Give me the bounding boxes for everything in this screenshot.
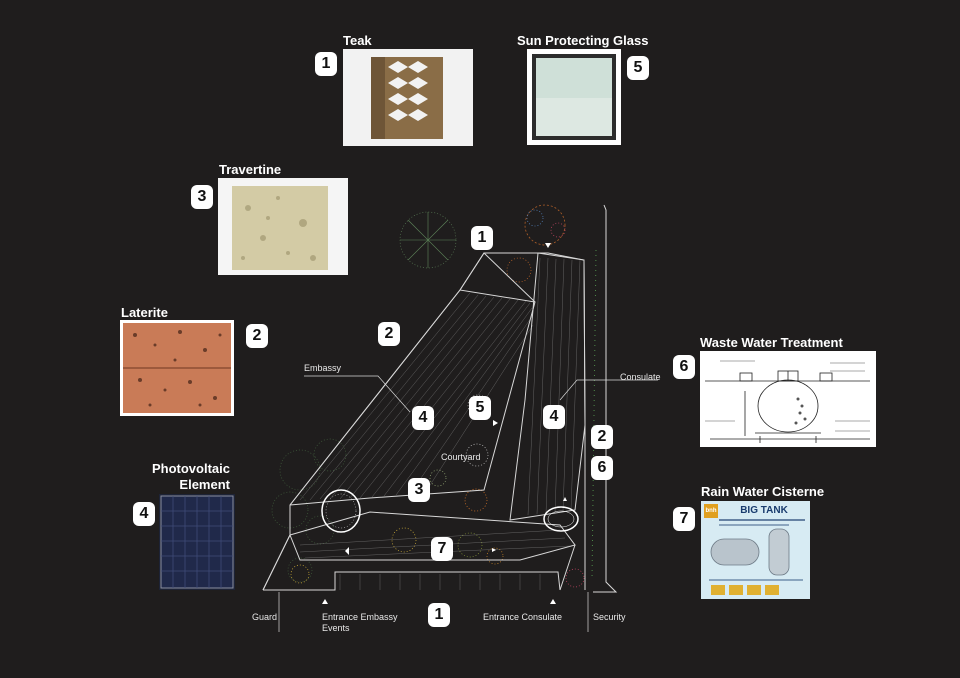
photovoltaic-title-line1: Photovoltaic <box>151 461 230 476</box>
travertine-number-badge: 3 <box>191 185 213 209</box>
building-outline <box>262 204 618 593</box>
teak-number-badge: 1 <box>315 52 337 76</box>
cistern-brand-logo: bnh <box>704 504 718 518</box>
cistern-brand-name: BIG TANK <box>740 505 788 516</box>
plan-marker-top: 1 <box>471 226 493 250</box>
cistern-brochure-image: bnh BIG TANK <box>701 501 810 599</box>
entrance-consulate-label: Entrance Consulate <box>483 612 563 622</box>
travertine-title: Travertine <box>219 162 282 177</box>
security-label: Security <box>593 612 626 622</box>
skylight-shapes <box>321 489 579 533</box>
teak-screen-image <box>343 49 473 146</box>
waste-water-number-badge: 6 <box>673 355 695 379</box>
direction-arrows <box>322 243 567 604</box>
waste-water-title: Waste Water Treatment <box>700 335 843 350</box>
waste-water-tank-drawing <box>700 351 876 447</box>
plan-marker-laterite-wall: 2 <box>378 322 400 346</box>
travertine-stone-image <box>218 178 348 275</box>
consulate-label: Consulate <box>620 372 661 382</box>
guard-label: Guard <box>252 612 278 622</box>
glass-number-badge: 5 <box>627 56 649 80</box>
courtyard-label: Courtyard <box>441 452 481 462</box>
tree-cluster-left-icon <box>271 438 347 583</box>
leader-lines <box>278 375 658 632</box>
plan-marker-consulate-pv: 4 <box>543 405 565 429</box>
plan-marker-cistern: 7 <box>431 537 453 561</box>
laterite-brick-image <box>120 320 234 416</box>
teak-title: Teak <box>343 33 372 48</box>
plan-marker-embassy-pv: 4 <box>412 406 434 430</box>
plan-marker-waste-water: 6 <box>591 456 613 480</box>
photovoltaic-title-line2: Element <box>179 477 230 492</box>
entrance-events-label: Events <box>322 623 350 633</box>
roof-hatching <box>299 257 581 590</box>
embassy-label: Embassy <box>304 363 342 373</box>
laterite-number-badge: 2 <box>246 324 268 348</box>
plan-marker-center-glass: 5 <box>469 396 491 420</box>
entrance-embassy-label: Entrance Embassy <box>322 612 398 622</box>
laterite-title: Laterite <box>121 305 168 320</box>
plan-marker-courtyard: 3 <box>408 478 430 502</box>
plan-marker-right-wall: 2 <box>591 425 613 449</box>
rain-water-title: Rain Water Cisterne <box>701 484 825 499</box>
tree-top-center-icon <box>524 204 566 246</box>
glass-title: Sun Protecting Glass <box>517 33 649 48</box>
plan-marker-entrance: 1 <box>428 603 450 627</box>
rain-water-number-badge: 7 <box>673 507 695 531</box>
tree-top-left-icon <box>399 211 457 269</box>
glass-pane-image <box>527 49 621 145</box>
photovoltaic-number-badge: 4 <box>133 502 155 526</box>
solar-panel-image <box>159 494 235 590</box>
